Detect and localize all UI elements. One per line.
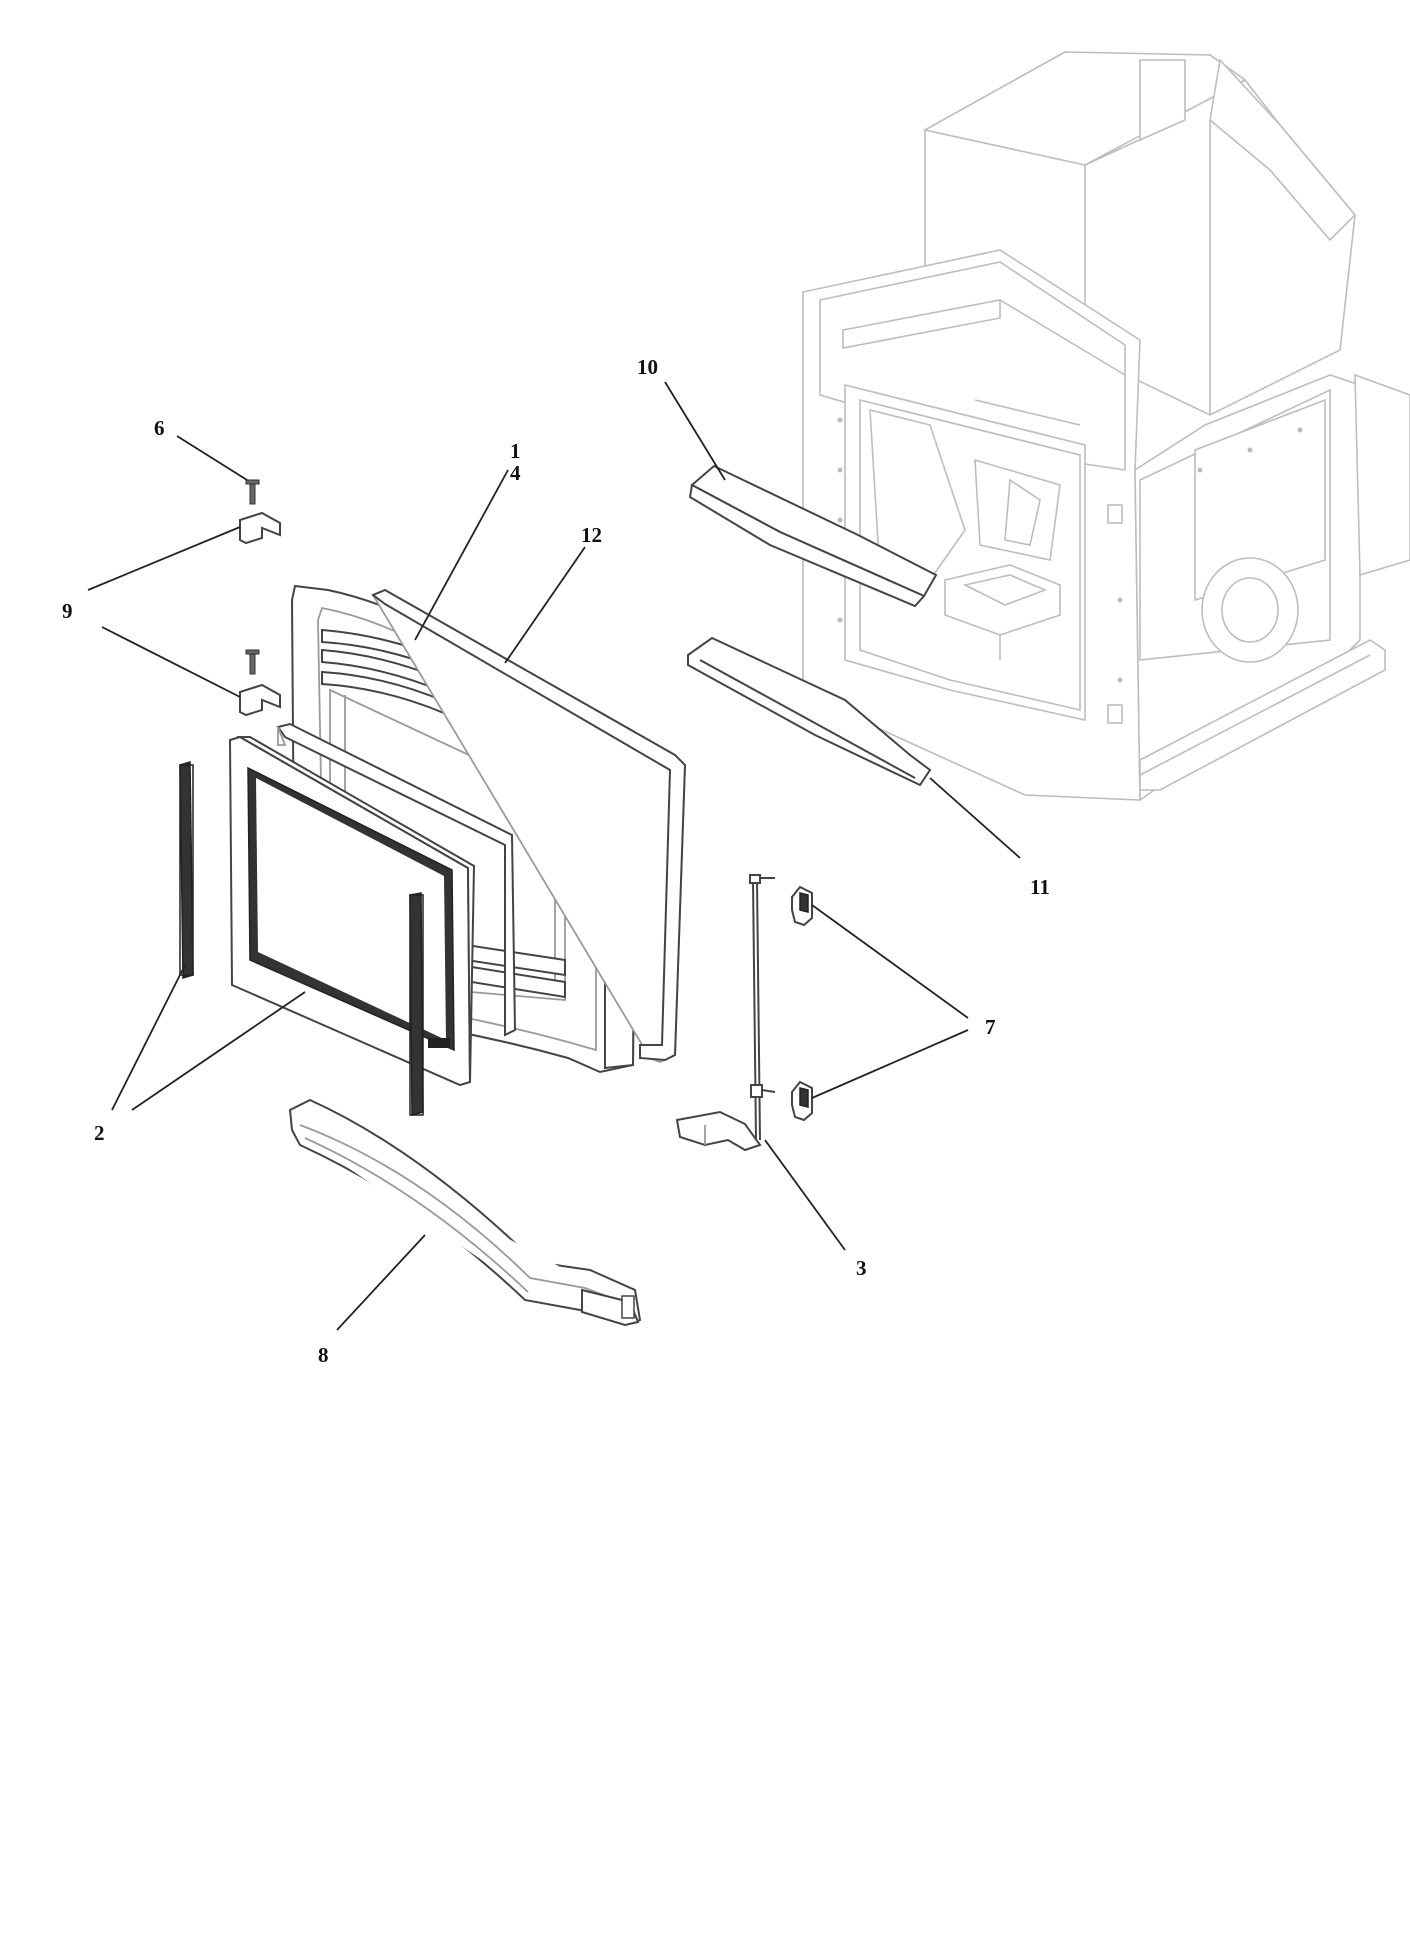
firebox-assembly xyxy=(802,51,1410,802)
callout-1: 1 xyxy=(510,439,521,463)
callout-12: 12 xyxy=(581,523,602,547)
part-12-gasket xyxy=(371,588,687,1063)
callout-6: 6 xyxy=(154,416,165,440)
part-10-deflector xyxy=(688,464,938,608)
part-2-door xyxy=(179,735,476,1116)
callout-3: 3 xyxy=(856,1256,867,1280)
part-7-clips xyxy=(791,885,813,1122)
callout-8: 8 xyxy=(318,1343,329,1367)
part-11-lower-rail xyxy=(687,636,932,787)
leader-lines xyxy=(87,381,1021,1331)
callout-10: 10 xyxy=(637,355,658,379)
callout-4: 4 xyxy=(510,461,521,485)
callout-labels: 1 4 12 6 9 10 11 2 7 3 8 xyxy=(62,355,1050,1367)
part-8-bottom-trim xyxy=(288,1098,642,1327)
callout-9: 9 xyxy=(62,599,73,623)
part-3-damper-rod xyxy=(675,874,776,1152)
part-9-brackets xyxy=(239,511,281,717)
glass-gasket-frame xyxy=(276,722,517,1037)
part-6-screw xyxy=(245,479,260,505)
callout-7: 7 xyxy=(985,1015,996,1039)
callout-11: 11 xyxy=(1030,875,1050,899)
callout-2: 2 xyxy=(94,1121,105,1145)
